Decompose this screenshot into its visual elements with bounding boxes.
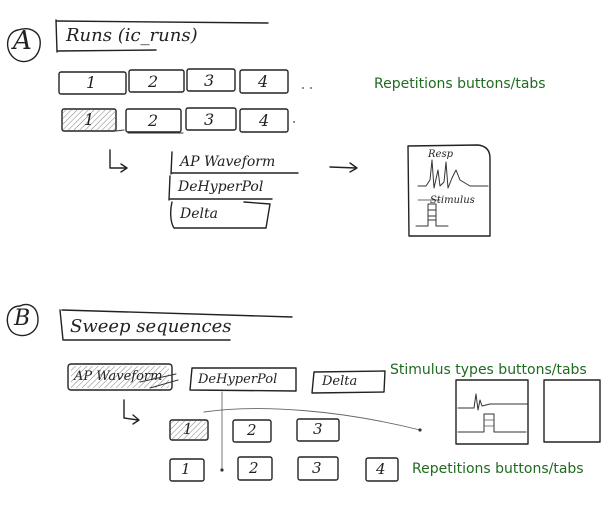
run-a1-box-2: [128, 69, 185, 93]
plot-b-stimulus-trace: [457, 413, 527, 433]
run-a1-label-4[interactable]: 4: [258, 72, 269, 91]
row-a1-dot-2: [310, 87, 312, 89]
row-a1-dot-1: [302, 87, 304, 89]
stim-tab-dehyper-label[interactable]: DeHyperPol: [198, 372, 278, 387]
stim-tab-ap: [67, 363, 173, 391]
rep-b2-label-3[interactable]: 3: [312, 459, 322, 477]
next-plot-panel: [543, 379, 601, 443]
run-a1-label-3[interactable]: 3: [204, 71, 215, 90]
stim-list-delta-bracket: [169, 201, 271, 229]
rep-b1-box-2: [232, 419, 272, 443]
stim-tab-delta: [311, 370, 386, 394]
plot-arrow-line: [329, 166, 357, 169]
annotation-stimulus-types: Stimulus types buttons/tabs: [390, 362, 587, 378]
stim-tab-ap-label[interactable]: AP Waveform: [74, 369, 163, 384]
stim-tab-delta-label[interactable]: Delta: [322, 374, 358, 389]
run-a2-box-3: [185, 107, 237, 131]
runs-title-box: [55, 19, 269, 53]
rep-b1-label-3[interactable]: 3: [313, 420, 323, 438]
run-a2-label-1[interactable]: 1: [84, 110, 95, 129]
plot-a-response-trace: [417, 159, 489, 189]
stim-list-item-ap[interactable]: AP Waveform: [180, 154, 276, 170]
annotation-repetitions-a: Repetitions buttons/tabs: [374, 76, 546, 92]
plot-arrow-head: [349, 162, 358, 173]
run-a2-box-1: [61, 108, 117, 132]
sweep-arrow-line: [123, 399, 139, 421]
rep-b2-box-4: [365, 457, 399, 482]
run-arrow-line: [109, 149, 127, 169]
rep-b2-box-1: [169, 458, 205, 482]
run-a2-box-1-hatch: [63, 110, 115, 130]
section-b-letter: B: [14, 306, 31, 331]
connector-end-dot: [418, 428, 422, 432]
plot-b-stimulus-hatch: [484, 419, 494, 427]
rep-b1-box-1-hatch: [171, 421, 207, 439]
plot-panel-a: [407, 144, 491, 237]
runs-title[interactable]: Runs (ic_runs): [66, 25, 198, 46]
rep-b1-box-1: [169, 419, 209, 441]
annotation-repetitions-b: Repetitions buttons/tabs: [412, 461, 584, 477]
plot-panel-b: [455, 379, 529, 445]
section-a-letter: A: [13, 26, 32, 56]
sweep-arrow-head: [132, 414, 140, 425]
run-a2-label-3[interactable]: 3: [204, 110, 215, 129]
plot-a-stim-label: Stimulus: [430, 195, 475, 206]
stim-list-item-delta[interactable]: Delta: [180, 206, 218, 222]
rep-b2-box-3: [297, 456, 339, 481]
run-a2-label-4[interactable]: 4: [259, 111, 270, 130]
plot-a-stimulus-trace: [415, 203, 449, 227]
connector-vertical-dot: [220, 468, 224, 472]
run-a1-label-1[interactable]: 1: [86, 73, 97, 92]
section-b-circle: [6, 303, 39, 337]
run-a2-box-2: [125, 108, 182, 133]
rep-b2-label-2[interactable]: 2: [249, 459, 259, 477]
rep-b1-label-2[interactable]: 2: [247, 421, 257, 439]
sweep-title-box: [59, 309, 293, 341]
rep-b1-box-3: [296, 418, 340, 442]
stim-list-ap-bracket: [170, 151, 299, 175]
run-a2-label-2[interactable]: 2: [148, 111, 159, 130]
stim-list-dehyper-bracket: [168, 175, 273, 201]
run-a1-box-3: [186, 68, 236, 92]
rep-b2-label-4[interactable]: 4: [376, 460, 386, 478]
rep-b2-label-1[interactable]: 1: [181, 460, 191, 478]
plot-b-response-trace: [457, 393, 529, 411]
run-a2-box-4: [239, 108, 289, 133]
run-a1-box-1: [58, 71, 127, 95]
run-a1-label-2[interactable]: 2: [148, 72, 159, 91]
rep-b1-label-1[interactable]: 1: [183, 420, 193, 438]
stim-tab-dehyper: [189, 367, 297, 392]
plot-a-resp-label: Resp: [428, 149, 453, 160]
rep-b2-box-2: [237, 456, 273, 481]
run-arrow-head: [120, 163, 128, 173]
stim-tab-ap-hatch: [71, 366, 169, 388]
run-a2-box-1-underline: [115, 129, 125, 132]
stim-list-item-dehyper[interactable]: DeHyperPol: [178, 179, 264, 195]
sweep-title[interactable]: Sweep sequences: [70, 316, 232, 337]
connector-to-plot: [203, 408, 421, 431]
run-a1-box-4: [239, 69, 289, 94]
stim-tab-ap-scribble: [139, 373, 179, 389]
row-a2-dot-1: [293, 121, 295, 123]
section-a-circle: [7, 28, 41, 63]
